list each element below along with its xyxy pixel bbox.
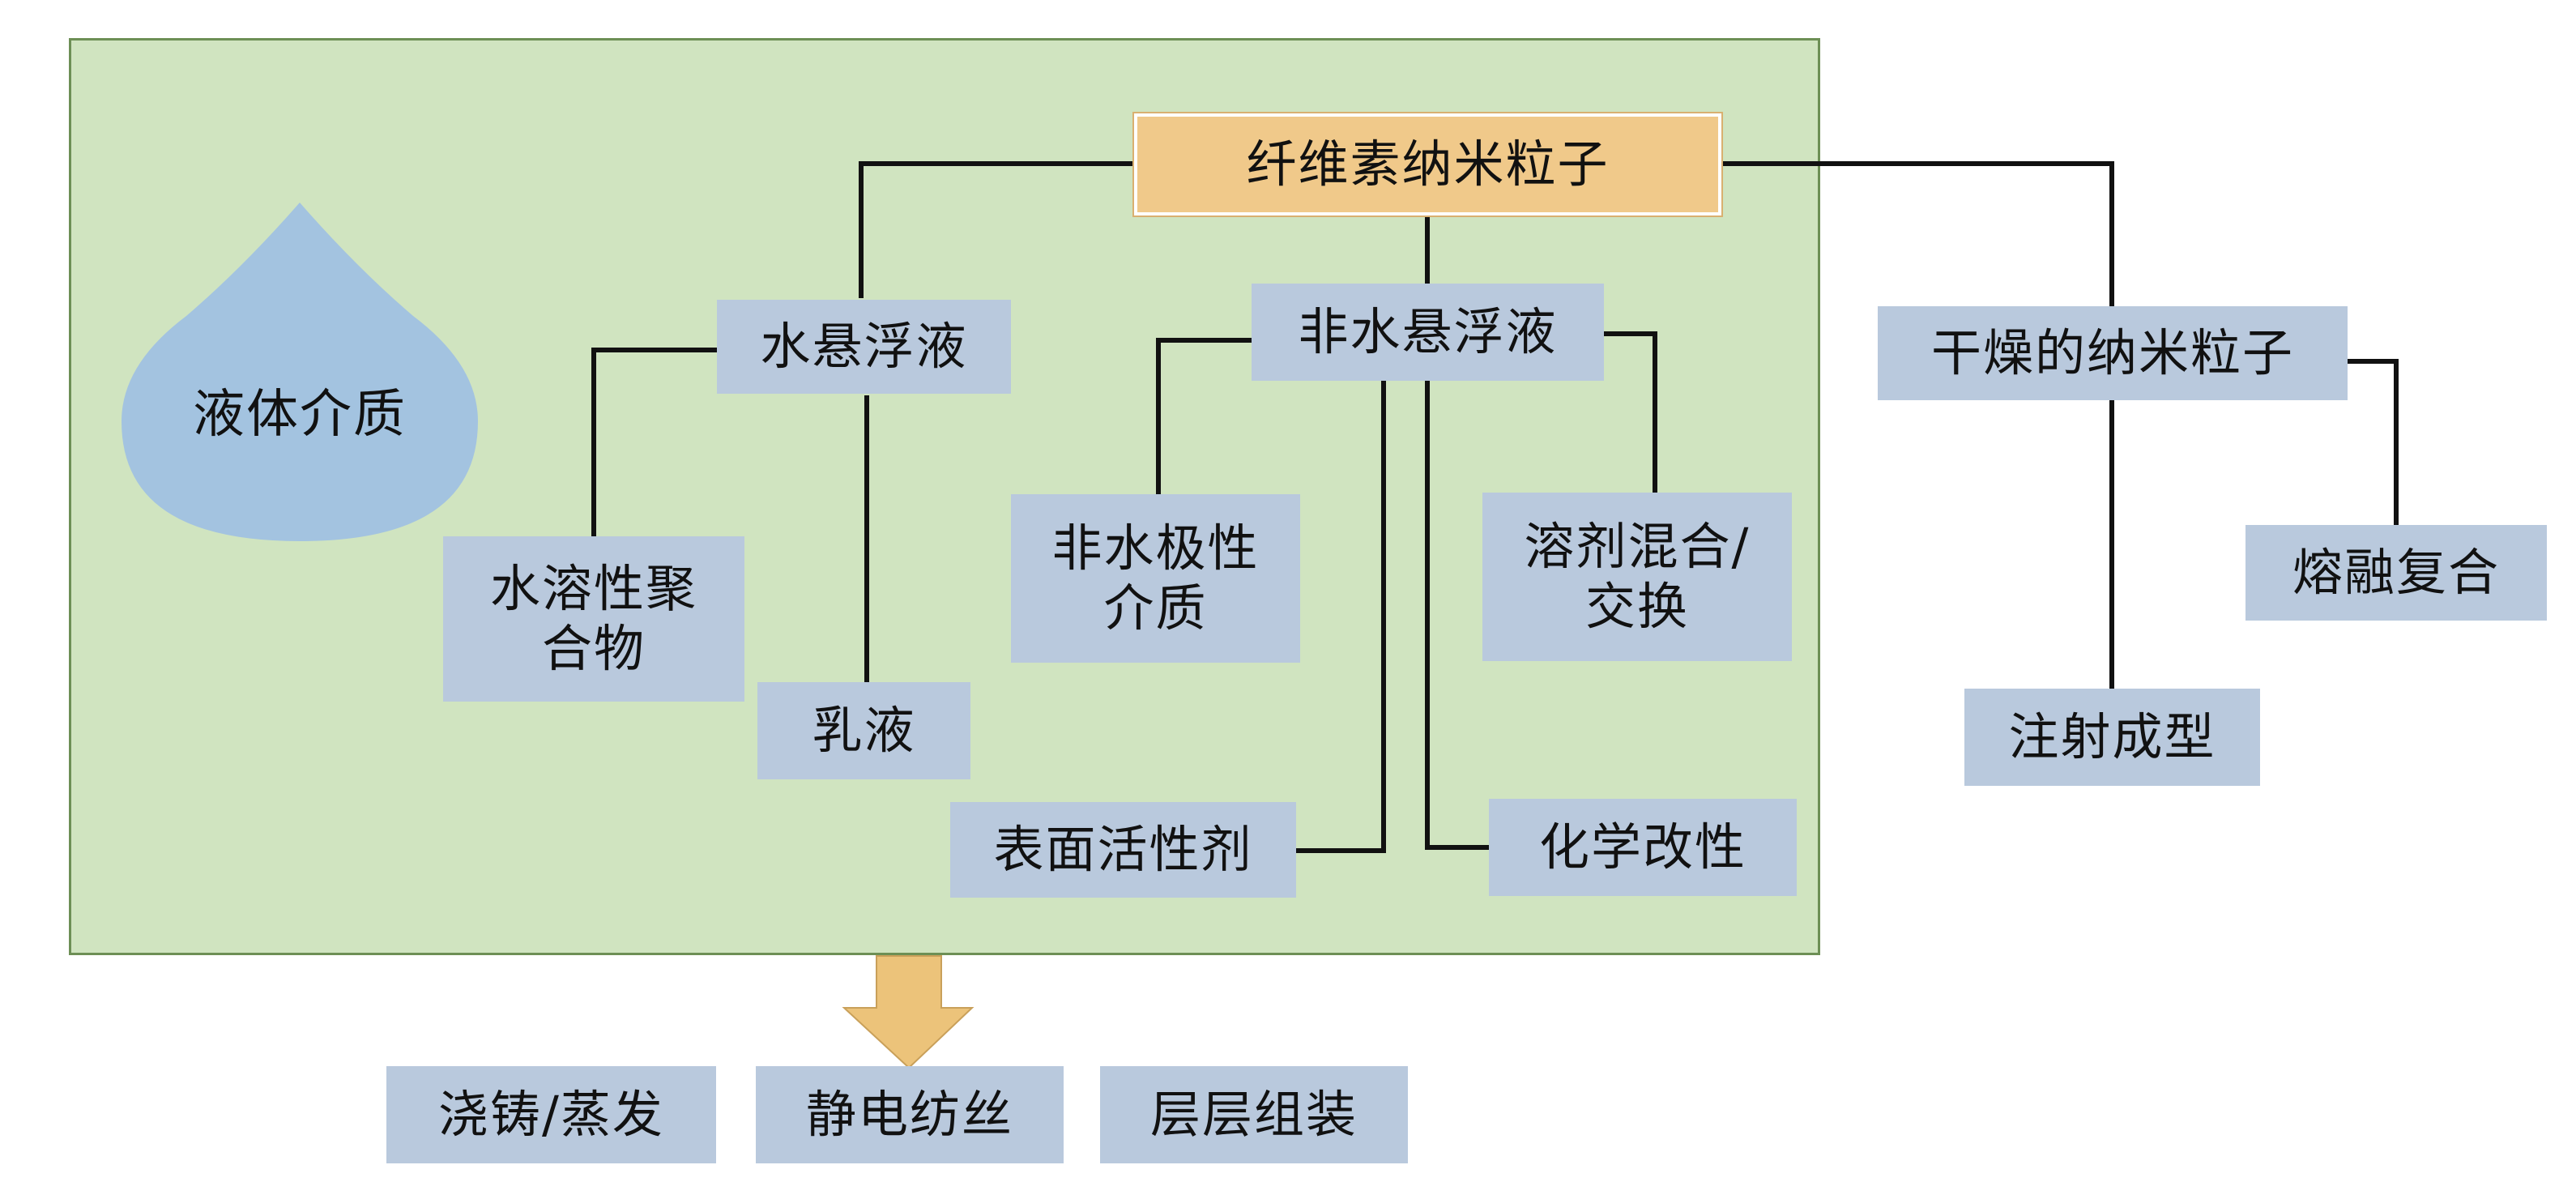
node-cellulose-nanoparticles: 纤维素纳米粒子 xyxy=(1132,112,1723,217)
liquid-medium-label: 液体介质 xyxy=(193,385,407,445)
method-label: 浇铸/蒸发 xyxy=(438,1084,664,1144)
connector-nonaqueous-solvent xyxy=(1604,331,1657,493)
liquid-drop-icon xyxy=(122,203,478,541)
connector-aqueous-polymer xyxy=(591,348,719,536)
node-water-soluble-polymer: 水溶性聚合物 xyxy=(443,536,744,702)
node-aqueous-suspension: 水悬浮液 xyxy=(717,300,1011,394)
node-nonaqueous-suspension: 非水悬浮液 xyxy=(1252,284,1604,381)
melt-compounding-label: 熔融复合 xyxy=(2292,542,2500,602)
node-emulsion: 乳液 xyxy=(757,682,970,779)
method-label: 层层组装 xyxy=(1149,1084,1358,1144)
method-electrospinning: 静电纺丝 xyxy=(756,1066,1064,1163)
method-label: 静电纺丝 xyxy=(805,1084,1013,1144)
polar-medium-label: 非水极性介质 xyxy=(1051,518,1260,638)
node-dried-nanoparticles: 干燥的纳米粒子 xyxy=(1878,306,2348,400)
injection-molding-label: 注射成型 xyxy=(2008,706,2216,766)
down-arrow-icon xyxy=(842,955,975,1069)
connector-nonaqueous-polar xyxy=(1156,338,1254,496)
root-label: 纤维素纳米粒子 xyxy=(1246,134,1610,194)
emulsion-label: 乳液 xyxy=(812,700,916,760)
connector-root-aqueous xyxy=(859,161,1134,298)
node-chemical-modification: 化学改性 xyxy=(1489,799,1797,896)
node-melt-compounding: 熔融复合 xyxy=(2245,525,2547,621)
node-injection-molding: 注射成型 xyxy=(1964,689,2260,786)
dried-particles-label: 干燥的纳米粒子 xyxy=(1930,322,2294,382)
polymer-label: 水溶性聚合物 xyxy=(489,558,697,678)
chemical-modification-label: 化学改性 xyxy=(1538,817,1746,877)
method-layer-by-layer: 层层组装 xyxy=(1100,1066,1408,1163)
node-nonaqueous-polar-medium: 非水极性介质 xyxy=(1011,494,1300,663)
nonaqueous-label: 非水悬浮液 xyxy=(1298,301,1558,361)
node-solvent-mix-exchange: 溶剂混合/交换 xyxy=(1482,493,1792,661)
solvent-mix-label: 溶剂混合/交换 xyxy=(1524,516,1751,636)
method-casting-evaporation: 浇铸/蒸发 xyxy=(386,1066,716,1163)
node-surfactant: 表面活性剂 xyxy=(950,802,1296,898)
connector-nonaqueous-chemical xyxy=(1425,381,1489,850)
surfactant-label: 表面活性剂 xyxy=(993,819,1253,879)
connector-root-dried xyxy=(1721,161,2114,306)
aqueous-label: 水悬浮液 xyxy=(760,316,968,376)
connector-nonaqueous-surfactant xyxy=(1296,381,1386,853)
connector-dried-melt xyxy=(2348,359,2399,525)
